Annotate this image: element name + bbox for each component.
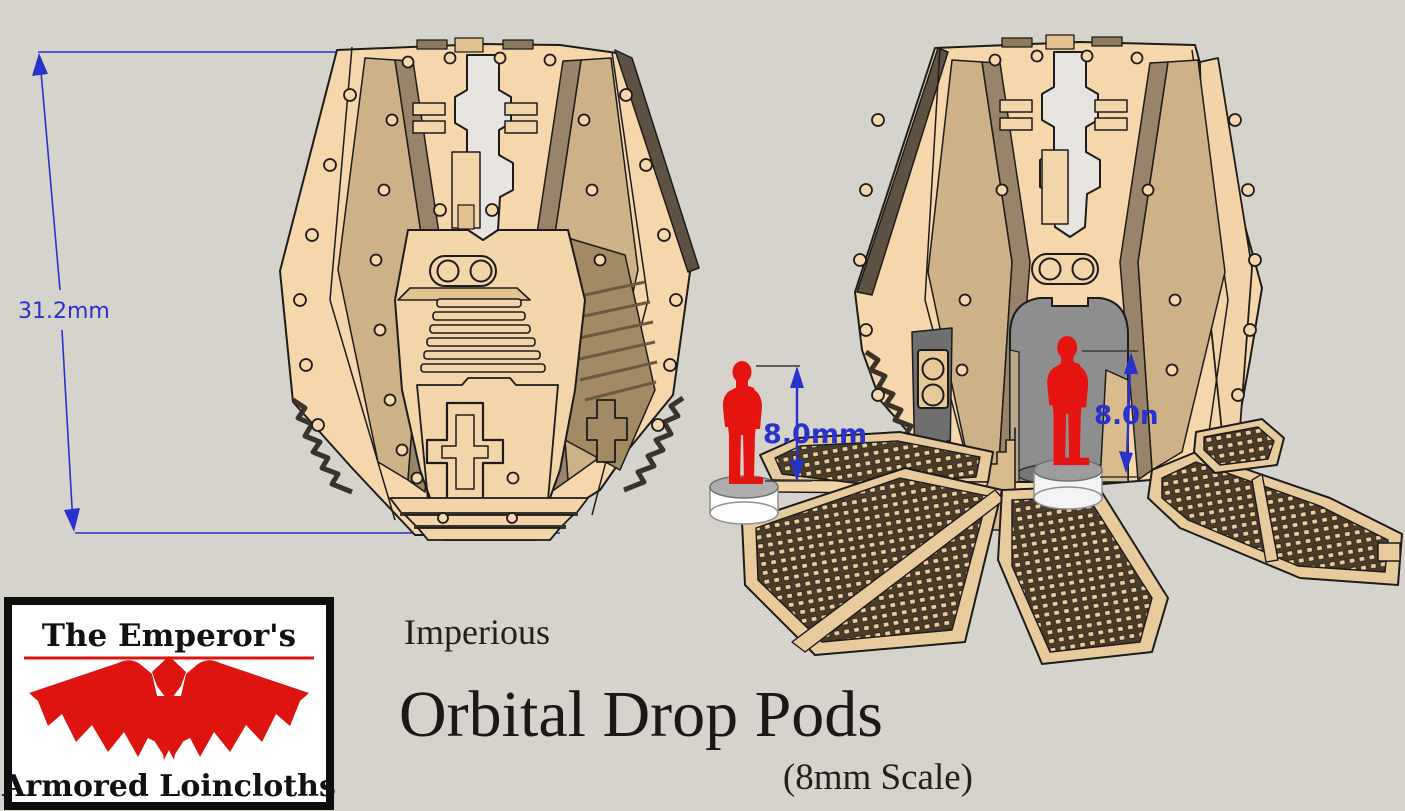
pod-height-label: 31.2mm bbox=[18, 299, 110, 324]
product-name: Orbital Drop Pods bbox=[399, 678, 883, 751]
ramp-right-small bbox=[1193, 418, 1285, 474]
ramp-front-left bbox=[741, 467, 1005, 656]
rivets bbox=[853, 49, 1262, 402]
left-figure-dimension: 8.0mm bbox=[756, 365, 867, 482]
serrated-edge bbox=[291, 397, 353, 495]
maker-logo: The Emperor's Armored Loincloths bbox=[1, 597, 336, 810]
left-figure-height-label: 8.0mm bbox=[763, 419, 867, 450]
pod-height-dimension-arrows bbox=[32, 53, 80, 532]
serrated-edge bbox=[864, 349, 927, 449]
imperial-eagle-icon bbox=[24, 656, 314, 760]
right-figure-base bbox=[1033, 458, 1103, 510]
deployed-ramps bbox=[741, 418, 1403, 665]
logo-top-text: The Emperor's bbox=[42, 618, 296, 654]
left-figure-base bbox=[709, 475, 779, 525]
right-figure-dimension: 8.0n bbox=[1082, 350, 1159, 478]
closed-drop-pod bbox=[279, 37, 700, 541]
logo-bottom-text: Armored Loincloths bbox=[1, 769, 336, 804]
serrated-edge bbox=[623, 395, 685, 493]
door-vents bbox=[397, 287, 546, 373]
product-scale-note: (8mm Scale) bbox=[783, 757, 973, 798]
product-kicker: Imperious bbox=[404, 612, 550, 652]
rivets bbox=[293, 51, 683, 524]
product-title-block: Imperious Orbital Drop Pods (8mm Scale) bbox=[399, 612, 973, 798]
right-figure-height-label: 8.0n bbox=[1094, 401, 1159, 431]
